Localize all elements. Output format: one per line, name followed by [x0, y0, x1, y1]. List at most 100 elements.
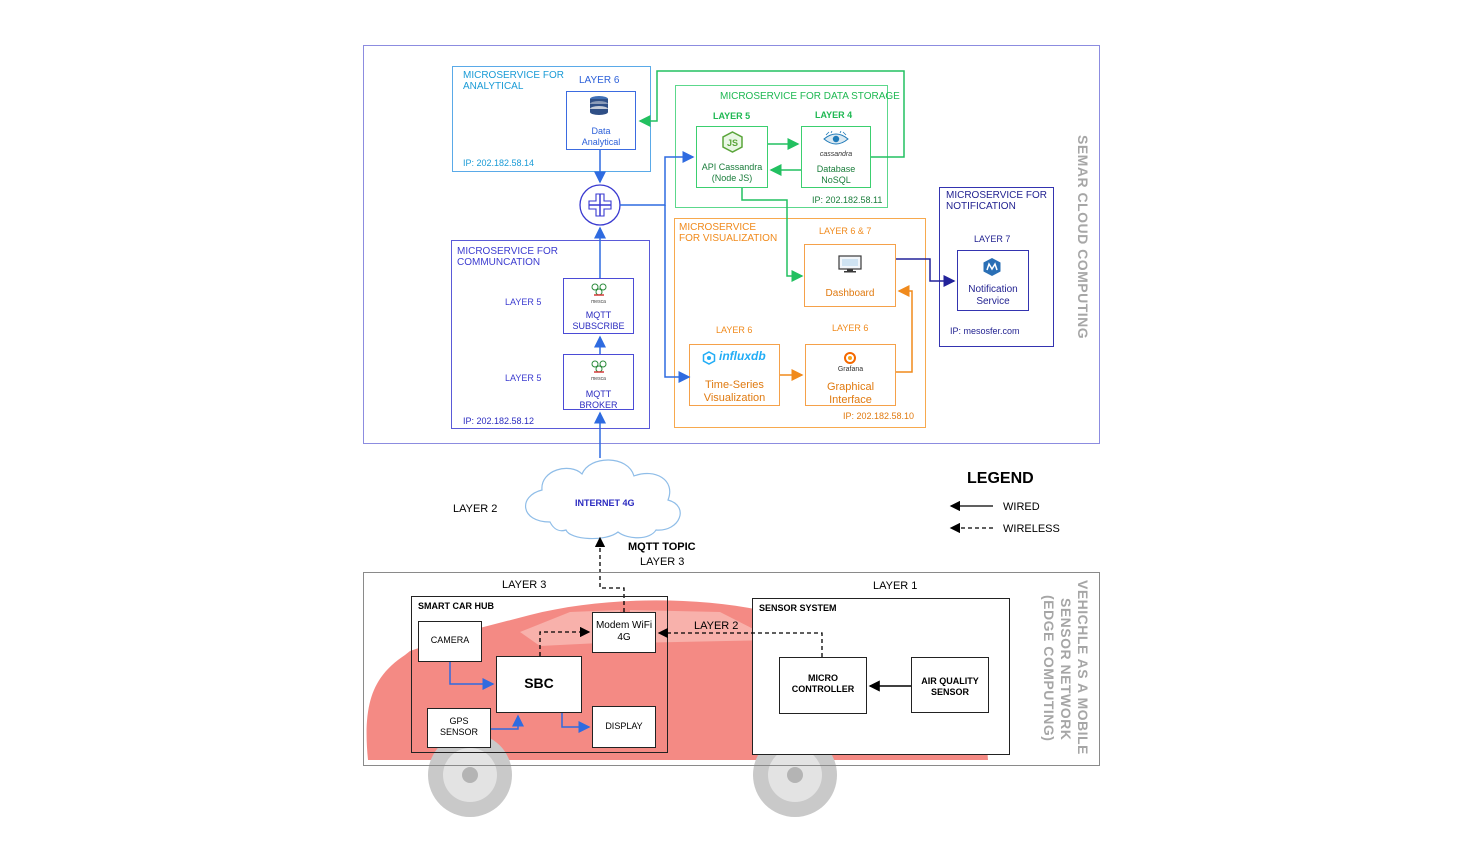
analytical-microservice [452, 66, 651, 172]
visualization-ip: IP: 202.182.58.10 [843, 411, 915, 421]
dashboard-label: Dashboard [825, 288, 875, 299]
storage-layer-db: LAYER 4 [815, 110, 853, 120]
influxdb-label-2: Visualization [703, 392, 766, 404]
air-quality-label-2: SENSOR [930, 687, 969, 697]
data-analytical-label-2: Analytical [581, 137, 621, 147]
internet-label: INTERNET 4G [575, 498, 635, 508]
notification-service-label-2: Service [976, 296, 1010, 307]
mqtt-broker-label-2: BROKER [579, 400, 618, 410]
analytical-title-1: MICROSERVICE FOR [463, 70, 564, 81]
display-node[interactable] [592, 706, 656, 748]
grafana-label-1: Graphical [826, 381, 875, 393]
edge-title-2: SENSOR NETWORK [1058, 598, 1074, 741]
notification-title-2: NOTIFICATION [946, 201, 1016, 212]
arrow-gps-to-sbc [491, 714, 524, 730]
influxdb-logo-text: influxdb [719, 349, 766, 363]
communication-title-2: COMMUNCATION [457, 257, 541, 268]
modem-label-2: 4G [617, 632, 631, 643]
smart-car-hub [411, 596, 668, 753]
car-wheel-left [428, 733, 512, 817]
camera-label: CAMERA [430, 635, 470, 645]
data-analytical-label-1: Data [591, 126, 611, 136]
nodejs-icon: JS [722, 131, 743, 153]
gps-sensor-node[interactable] [427, 708, 491, 748]
grafana-layer: LAYER 6 [832, 323, 869, 333]
mesca-logo-text: mesca [591, 376, 606, 382]
air-quality-sensor-node[interactable] [911, 657, 989, 713]
sbc-label: SBC [524, 675, 554, 691]
edge-title-1: VEHICHLE AS A MOBILE [1075, 580, 1091, 755]
arrow-db-to-analytical [638, 70, 905, 158]
hub-title: SMART CAR HUB [418, 601, 494, 611]
cassandra-logo-text: cassandra [819, 151, 853, 158]
storage-layer-api: LAYER 5 [713, 111, 751, 121]
micro-controller-label-1: MICRO [808, 673, 838, 683]
cloud-region-title: SEMAR CLOUD COMPUTING [1075, 135, 1091, 340]
notification-service-label-1: Notification [968, 284, 1018, 295]
arrow-dashboard-to-notification [896, 258, 956, 287]
data-analytical-node[interactable] [566, 91, 636, 150]
micro-controller-label-2: CONTROLLER [791, 684, 855, 694]
notification-title-1: MICROSERVICE FOR [946, 190, 1047, 201]
communication-ip: IP: 202.182.58.12 [463, 416, 535, 426]
arrow-modem-to-internet [594, 536, 625, 612]
internet-layer: LAYER 2 [453, 503, 498, 515]
communication-title-1: MICROSERVICE FOR [457, 246, 558, 257]
analytical-layer: LAYER 6 [579, 75, 620, 86]
camera-node[interactable] [418, 621, 482, 662]
influxdb-icon [702, 351, 716, 365]
mesca-logo-text: mesca [591, 299, 606, 305]
dashboard-node[interactable] [804, 244, 896, 307]
cassandra-eye-icon [823, 131, 849, 145]
analytical-title-2: ANALYTICAL [463, 81, 524, 92]
mqtt-broker-node[interactable] [563, 354, 634, 410]
notification-layer: LAYER 7 [974, 234, 1011, 244]
data-storage-microservice [675, 85, 888, 208]
mesca-logo-icon [591, 360, 607, 373]
arrow-camera-to-sbc [449, 662, 495, 690]
arrow-controller-to-modem [657, 627, 823, 657]
arrow-aggregator-to-api [620, 151, 695, 206]
mqtt-topic-label: MQTT TOPIC [628, 541, 696, 553]
api-cassandra-label-2: (Node JS) [711, 173, 753, 183]
influx-layer: LAYER 6 [716, 325, 753, 335]
mesca-logo-icon [591, 283, 607, 296]
api-cassandra-label-1: API Cassandra [701, 162, 763, 172]
micro-controller-node[interactable] [779, 657, 867, 714]
gps-label-2: SENSOR [439, 727, 478, 737]
storage-title: MICROSERVICE FOR DATA STORAGE [720, 91, 900, 102]
grafana-label-2: Interface [829, 394, 872, 406]
mqtt-subscribe-layer: LAYER 5 [505, 297, 542, 307]
sbc-node[interactable] [496, 656, 582, 713]
arrow-sbc-to-modem [539, 626, 591, 656]
air-quality-label-1: AIR QUALITY [921, 676, 979, 686]
analytical-ip: IP: 202.182.58.14 [463, 158, 535, 168]
notification-ip: IP: mesosfer.com [950, 326, 1020, 336]
arrow-grafana-to-dashboard [896, 285, 913, 373]
arrow-sbc-to-display [561, 713, 591, 733]
mqtt-broker-layer: LAYER 5 [505, 373, 542, 383]
grafana-icon [844, 352, 856, 364]
notification-microservice [939, 187, 1054, 347]
visualization-title-1: MICROSERVICE [679, 222, 757, 233]
modem-wifi-node[interactable] [592, 612, 656, 653]
communication-microservice [451, 240, 650, 429]
notification-service-node[interactable] [957, 250, 1029, 311]
mqtt-subscribe-label-1: MQTT [585, 310, 612, 320]
legend-wireless-label: WIRELESS [1003, 523, 1060, 535]
grafana-node[interactable] [805, 344, 896, 406]
storage-ip: IP: 202.182.58.11 [812, 195, 883, 205]
mqtt-subscribe-node[interactable] [563, 278, 634, 334]
database-nosql-label-1: Database [816, 164, 856, 174]
api-cassandra-node[interactable] [696, 126, 768, 188]
edge-computing-region [363, 572, 1100, 766]
cloud-computing-region [363, 45, 1100, 444]
sensor-layer: LAYER 1 [873, 580, 918, 592]
svg-text:JS: JS [727, 138, 738, 148]
database-nosql-node[interactable] [801, 126, 871, 188]
database-icon [590, 96, 608, 115]
hub-layer: LAYER 3 [502, 579, 547, 591]
